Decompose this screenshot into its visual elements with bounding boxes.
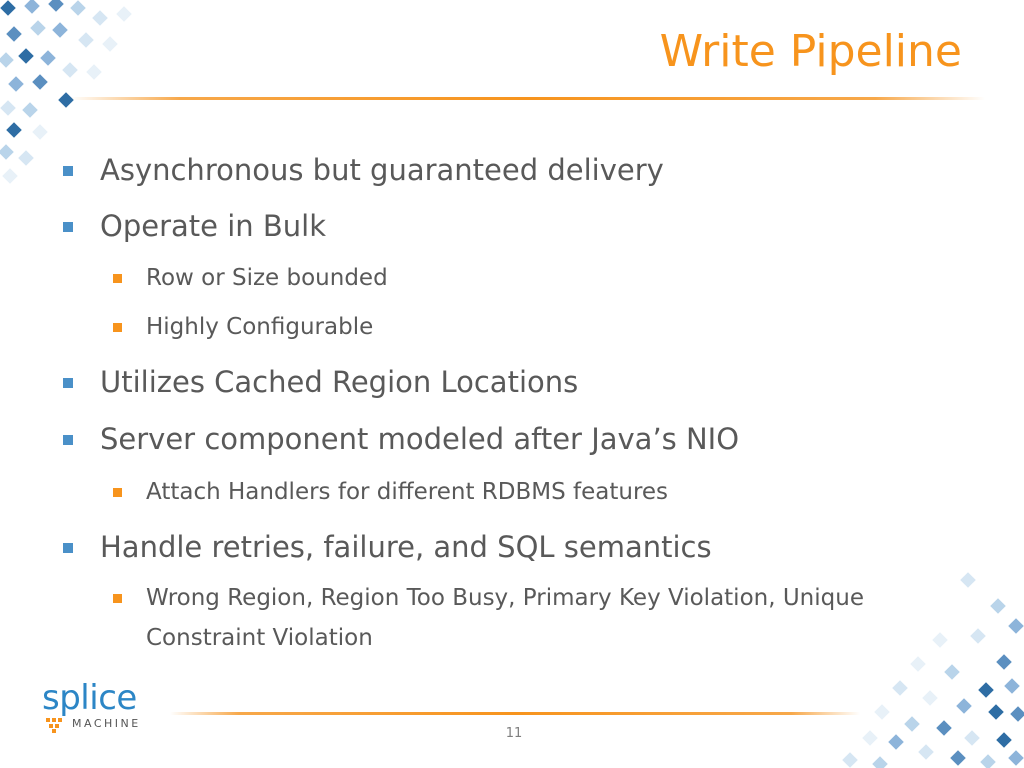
decor-diamond bbox=[904, 716, 920, 732]
decor-diamond bbox=[86, 64, 102, 80]
sub-bullet-item: Row or Size bounded bbox=[146, 265, 388, 291]
decor-diamond bbox=[918, 744, 934, 760]
logo-wordmark: splice bbox=[42, 678, 137, 718]
decor-diamond bbox=[1004, 678, 1020, 694]
decor-diamond bbox=[78, 32, 94, 48]
sub-bullet-item: Highly Configurable bbox=[146, 314, 374, 340]
sub-bullet-marker bbox=[113, 488, 122, 497]
top-left-diamond-cluster bbox=[0, 0, 132, 184]
decor-diamond bbox=[30, 20, 46, 36]
logo-subtitle: MACHINE bbox=[72, 717, 141, 730]
sub-bullet-item: Wrong Region, Region Too Busy, Primary K… bbox=[146, 585, 864, 651]
decor-diamond bbox=[932, 632, 948, 648]
decor-diamond bbox=[8, 76, 24, 92]
decor-diamond bbox=[936, 720, 952, 736]
decor-diamond bbox=[40, 50, 56, 66]
decor-diamond bbox=[1008, 618, 1024, 634]
sub-bullet-item: Attach Handlers for different RDBMS feat… bbox=[146, 479, 669, 505]
decor-diamond bbox=[996, 732, 1012, 748]
decor-diamond bbox=[32, 124, 48, 140]
decor-diamond bbox=[996, 654, 1012, 670]
decor-diamond bbox=[956, 698, 972, 714]
decor-diamond bbox=[842, 752, 858, 768]
bullet-marker bbox=[63, 543, 73, 553]
footer-divider bbox=[170, 712, 860, 715]
decor-diamond bbox=[92, 10, 108, 26]
decor-diamond bbox=[2, 168, 18, 184]
decor-diamond bbox=[0, 100, 16, 116]
decor-diamond bbox=[1010, 706, 1024, 722]
decor-diamond bbox=[862, 730, 878, 746]
decor-diamond bbox=[874, 704, 890, 720]
decor-diamond bbox=[888, 734, 904, 750]
page-number: 11 bbox=[505, 726, 523, 741]
slide-title: Write Pipeline bbox=[659, 26, 962, 77]
decor-diamond bbox=[990, 598, 1006, 614]
decor-diamond bbox=[978, 682, 994, 698]
decor-diamond bbox=[102, 36, 118, 52]
decor-diamond bbox=[964, 730, 980, 746]
bottom-right-diamond-cluster bbox=[842, 572, 1024, 768]
decor-diamond bbox=[116, 6, 132, 22]
bullet-item: Server component modeled after Java’s NI… bbox=[100, 422, 740, 456]
logo-grid-icon bbox=[46, 718, 62, 733]
decor-diamond bbox=[70, 0, 86, 16]
decor-diamond bbox=[52, 22, 68, 38]
decor-diamond bbox=[970, 628, 986, 644]
bullet-marker bbox=[63, 435, 73, 445]
sub-bullet-marker bbox=[113, 594, 122, 603]
sub-bullet-marker bbox=[113, 274, 122, 283]
decor-diamond bbox=[58, 92, 74, 108]
decor-diamond bbox=[910, 656, 926, 672]
sub-bullet-marker bbox=[113, 323, 122, 332]
bullet-marker bbox=[63, 166, 73, 176]
decor-diamond bbox=[22, 102, 38, 118]
decor-diamond bbox=[6, 122, 22, 138]
bullet-item: Operate in Bulk bbox=[100, 209, 326, 243]
bullet-item: Utilizes Cached Region Locations bbox=[100, 365, 579, 399]
decor-diamond bbox=[922, 690, 938, 706]
bullet-item: Asynchronous but guaranteed delivery bbox=[100, 153, 664, 187]
decor-diamond bbox=[18, 48, 34, 64]
decor-diamond bbox=[960, 572, 976, 588]
title-divider bbox=[70, 97, 985, 100]
decor-diamond bbox=[62, 62, 78, 78]
decor-diamond bbox=[0, 144, 14, 160]
bullet-item: Handle retries, failure, and SQL semanti… bbox=[100, 530, 712, 564]
decor-diamond bbox=[892, 680, 908, 696]
decor-diamond bbox=[18, 150, 34, 166]
decor-diamond bbox=[32, 74, 48, 90]
splice-machine-logo: splice MACHINE bbox=[42, 680, 162, 734]
decor-diamond bbox=[944, 664, 960, 680]
decor-diamond bbox=[950, 750, 966, 766]
decor-diamond bbox=[988, 704, 1004, 720]
bullet-marker bbox=[63, 222, 73, 232]
bullet-marker bbox=[63, 378, 73, 388]
decor-diamond bbox=[1008, 750, 1024, 766]
decor-diamond bbox=[980, 754, 996, 768]
